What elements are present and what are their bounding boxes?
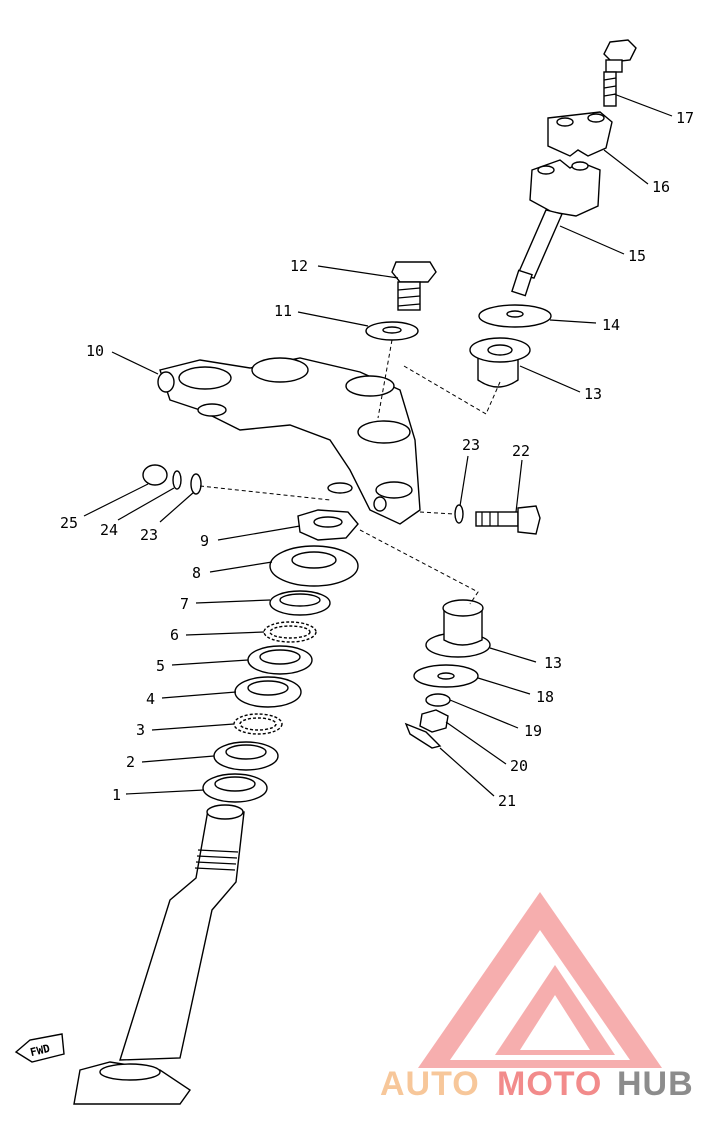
washer-11-part bbox=[365, 321, 419, 341]
ball-bearings-3-part bbox=[233, 713, 283, 735]
callout-1: 1 bbox=[112, 786, 121, 804]
callout-18: 18 bbox=[536, 688, 554, 706]
nut-20-part bbox=[419, 709, 449, 733]
assembly-guide-lines bbox=[199, 339, 501, 605]
dust-seal-8-part bbox=[269, 545, 359, 587]
callout-21: 21 bbox=[498, 792, 516, 810]
callout-labels: 17 16 15 14 13 12 11 10 23 22 25 24 23 9… bbox=[60, 109, 694, 810]
callout-9: 9 bbox=[200, 532, 209, 550]
washer-23-right-part bbox=[454, 504, 464, 524]
dust-seal-1-part bbox=[202, 773, 268, 803]
callout-13-lower: 13 bbox=[544, 654, 562, 672]
callout-19: 19 bbox=[524, 722, 542, 740]
washer-24-part bbox=[172, 470, 182, 490]
handlebar-bolt-part bbox=[603, 39, 637, 107]
callout-23-right: 23 bbox=[462, 436, 480, 454]
steering-stem-part bbox=[73, 804, 245, 1105]
ring-nut-9-part bbox=[297, 509, 359, 541]
lower-holder-part bbox=[511, 159, 601, 297]
callout-3: 3 bbox=[136, 721, 145, 739]
fwd-arrow-icon: FWD bbox=[14, 1033, 65, 1063]
callout-24: 24 bbox=[100, 521, 118, 539]
fwd-label: FWD bbox=[29, 1042, 52, 1060]
bushing-13-lower-part bbox=[425, 599, 491, 658]
callout-15: 15 bbox=[628, 247, 646, 265]
callout-2: 2 bbox=[126, 753, 135, 771]
callout-23-left: 23 bbox=[140, 526, 158, 544]
watermark-word-auto: AUTO bbox=[380, 1065, 480, 1103]
nut-25-part bbox=[142, 464, 168, 486]
bushing-13-upper-part bbox=[469, 337, 531, 388]
callout-25: 25 bbox=[60, 514, 78, 532]
callout-22: 22 bbox=[512, 442, 530, 460]
leader-lines bbox=[83, 93, 673, 797]
washer-14-part bbox=[478, 304, 552, 328]
callout-8: 8 bbox=[192, 564, 201, 582]
callout-6: 6 bbox=[170, 626, 179, 644]
upper-bracket-part bbox=[157, 357, 421, 525]
ball-bearings-6-part bbox=[263, 621, 317, 643]
callout-17: 17 bbox=[676, 109, 694, 127]
callout-4: 4 bbox=[146, 690, 155, 708]
callout-16: 16 bbox=[652, 178, 670, 196]
callout-11: 11 bbox=[274, 302, 292, 320]
callout-13-upper: 13 bbox=[584, 385, 602, 403]
callout-5: 5 bbox=[156, 657, 165, 675]
watermark-triangle-icon bbox=[418, 892, 662, 1068]
washer-19-part bbox=[425, 693, 451, 707]
bearing-race-5-part bbox=[247, 645, 313, 675]
bolt-22-part bbox=[475, 505, 541, 535]
washer-18-part bbox=[413, 664, 479, 688]
washer-23-left-part bbox=[190, 473, 202, 495]
watermark-word-hub: HUB bbox=[617, 1065, 694, 1103]
cotter-pin-21-part bbox=[404, 722, 442, 749]
callout-10: 10 bbox=[86, 342, 104, 360]
callout-20: 20 bbox=[510, 757, 528, 775]
watermark-word-moto: MOTO bbox=[497, 1065, 602, 1103]
upper-holder-part bbox=[547, 111, 613, 157]
bearing-race-2-part bbox=[213, 741, 279, 771]
bearing-race-4-part bbox=[234, 676, 302, 708]
callout-14: 14 bbox=[602, 316, 620, 334]
callout-12: 12 bbox=[290, 257, 308, 275]
bearing-race-7-part bbox=[269, 590, 331, 616]
bolt-12-part bbox=[391, 261, 437, 311]
watermark-logo: AUTO MOTO HUB bbox=[380, 892, 694, 1103]
callout-7: 7 bbox=[180, 595, 189, 613]
